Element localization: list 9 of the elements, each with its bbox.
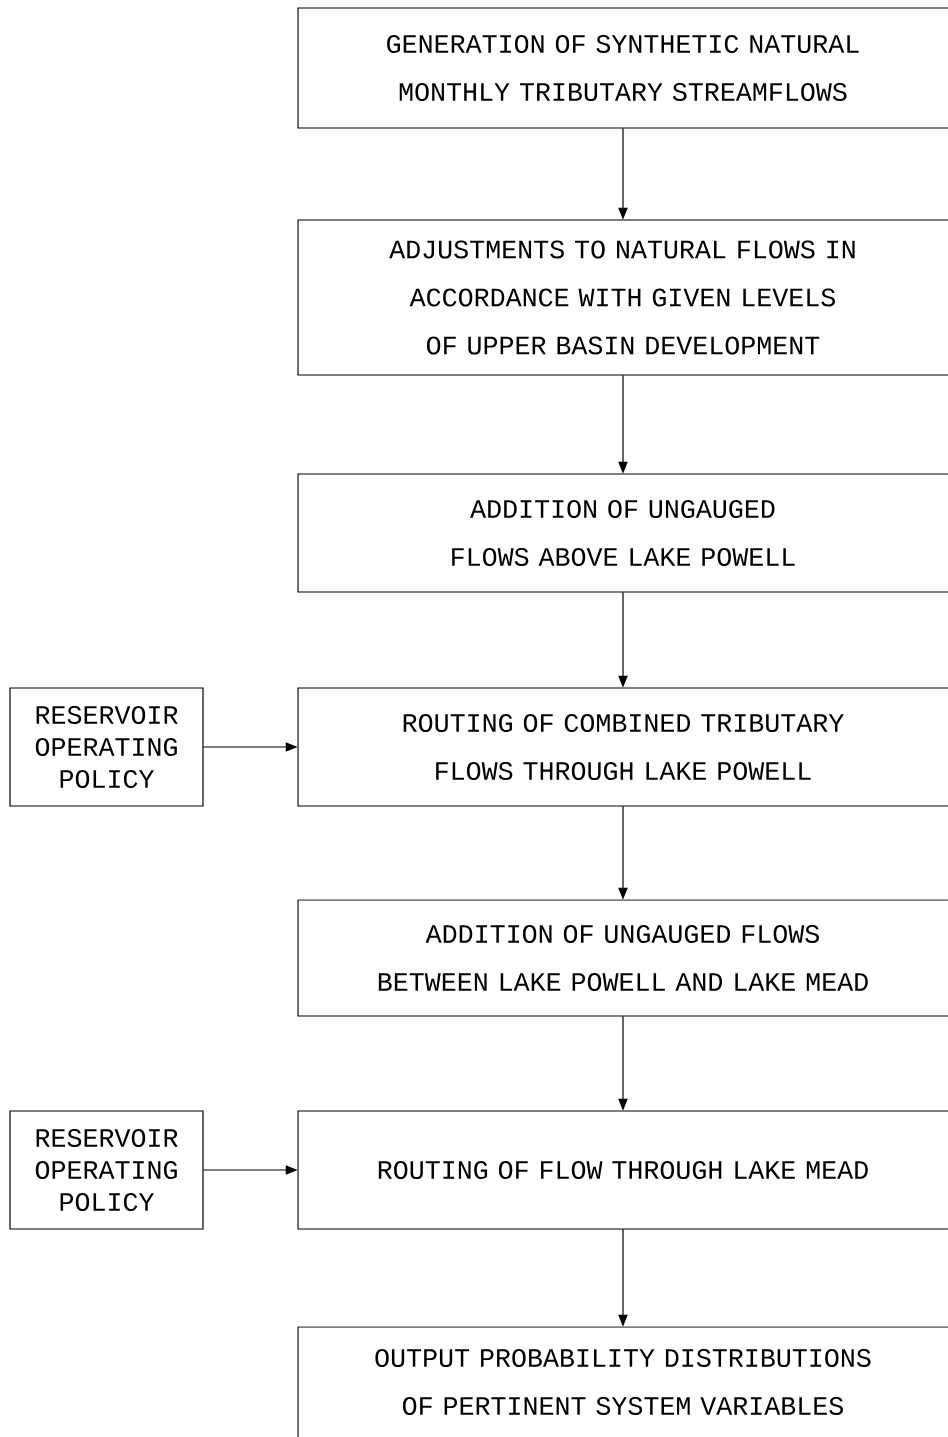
process-box: ADDITION OF UNGAUGED FLOWS ABOVE LAKE POWELL bbox=[297, 473, 948, 593]
process-box: GENERATION OF SYNTHETIC NATURAL MONTHLY TRIBUTARY STREAMFLOWS bbox=[297, 7, 948, 129]
process-box: OUTPUT PROBABILITY DISTRIBUTIONS OF PERTINENT SYSTEM VARIABLES bbox=[297, 1326, 948, 1437]
process-box: ADJUSTMENTS TO NATURAL FLOWS IN ACCORDANCE WITH GIVEN LEVELS OF UPPER BASIN DEVELOPMENT bbox=[297, 219, 948, 376]
process-box: ADDITION OF UNGAUGED FLOWS BETWEEN LAKE POWELL AND LAKE MEAD bbox=[297, 899, 948, 1017]
process-box: ROUTING OF COMBINED TRIBUTARY FLOWS THROUGH LAKE POWELL bbox=[297, 687, 948, 807]
process-box: ROUTING OF FLOW THROUGH LAKE MEAD bbox=[297, 1110, 948, 1230]
input-box: RESERVOIR OPERATING POLICY bbox=[9, 687, 204, 807]
input-box: RESERVOIR OPERATING POLICY bbox=[9, 1110, 204, 1230]
